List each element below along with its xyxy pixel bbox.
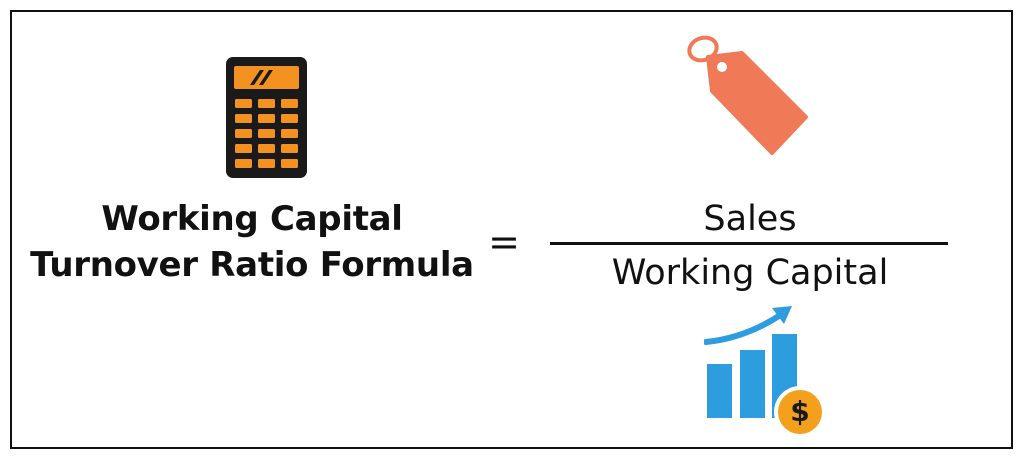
formula-title: Working Capital Turnover Ratio Formula: [18, 196, 486, 288]
fraction-line: [550, 242, 948, 245]
growth-chart-dollar-icon: $: [704, 304, 830, 440]
formula-title-line2: Turnover Ratio Formula: [30, 245, 474, 285]
price-tag-icon: [684, 33, 810, 158]
calculator-icon: [226, 57, 307, 178]
dollar-icon: $: [790, 395, 810, 428]
formula-denominator: Working Capital: [611, 253, 889, 293]
formula-title-line1: Working Capital: [101, 199, 403, 239]
formula-numerator: Sales: [703, 199, 797, 239]
equals-sign: =: [488, 220, 520, 264]
diagram-frame: [10, 10, 1013, 449]
